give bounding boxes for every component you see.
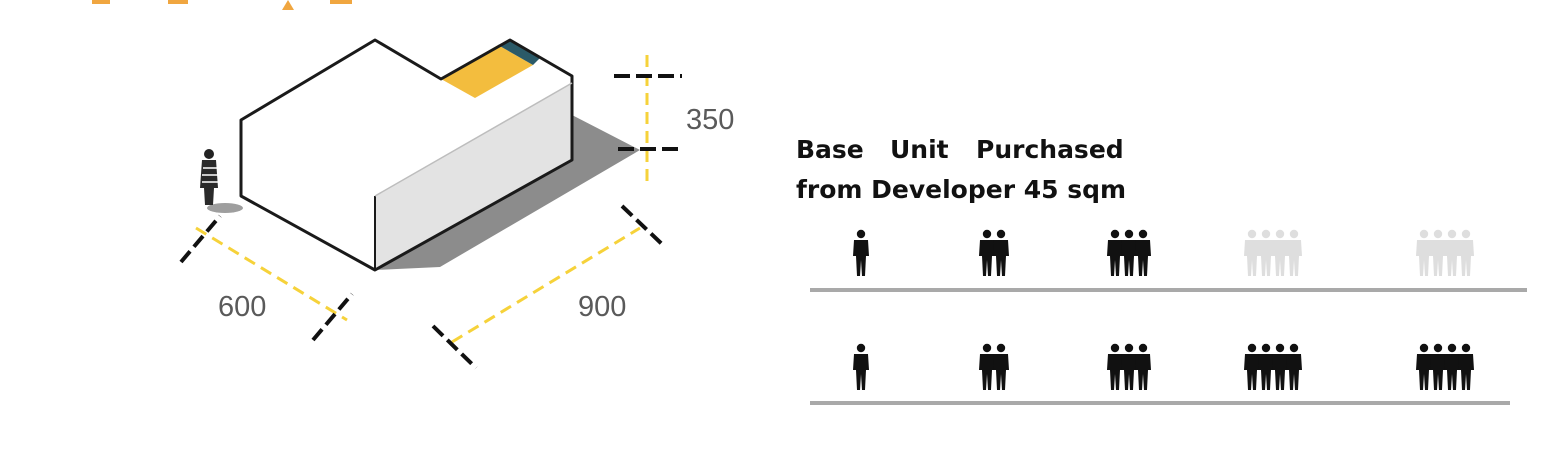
- occupancy-diagram: [810, 229, 1527, 405]
- person-icon: [1430, 229, 1446, 276]
- people-group: [1416, 229, 1474, 276]
- person-icon: [993, 343, 1009, 390]
- person-icon: [1430, 343, 1446, 390]
- person-icon: [1416, 343, 1432, 390]
- caption-word-base: Base: [796, 135, 864, 164]
- building-outline: [239, 38, 574, 272]
- person-icon: [1258, 343, 1274, 390]
- person-icon: [1135, 229, 1151, 276]
- person-icon: [1258, 229, 1274, 276]
- person-icon: [1458, 343, 1474, 390]
- logo-fragment: [92, 0, 352, 10]
- building-front-face: [375, 83, 572, 270]
- isometric-building: [239, 38, 640, 272]
- person-icon: [1286, 229, 1302, 276]
- person-icon: [1121, 229, 1137, 276]
- person-icon: [1444, 229, 1460, 276]
- occupancy-row: [810, 229, 1527, 292]
- person-icon: [1286, 343, 1302, 390]
- roof-teal-panel: [498, 40, 540, 65]
- person-icon: [1121, 343, 1137, 390]
- person-icon: [1458, 229, 1474, 276]
- person-icon: [993, 229, 1009, 276]
- person-icon: [1107, 343, 1123, 390]
- people-group: [1107, 229, 1151, 276]
- people-group: [1416, 343, 1474, 390]
- people-group: [1244, 229, 1302, 276]
- building-shadow: [375, 115, 640, 270]
- people-group: [853, 229, 869, 276]
- person-icon: [1272, 229, 1288, 276]
- person-icon: [1244, 343, 1260, 390]
- people-group: [979, 343, 1009, 390]
- building-left-face: [241, 120, 375, 270]
- people-group: [853, 343, 869, 390]
- person-icon: [1272, 343, 1288, 390]
- person-icon: [1444, 343, 1460, 390]
- person-icon: [1416, 229, 1432, 276]
- people-group: [1244, 343, 1302, 390]
- caption-word-purchased: Purchased: [976, 135, 1124, 164]
- person-icon: [853, 229, 869, 276]
- people-group: [1107, 343, 1151, 390]
- caption-line-2: from Developer 45 sqm: [796, 175, 1126, 204]
- caption: Base Unit Purchased from Developer 45 sq…: [796, 135, 1126, 204]
- dimension-height: 350: [614, 55, 734, 183]
- occupancy-row: [810, 343, 1510, 405]
- scale-person-icon: [200, 149, 243, 213]
- people-group: [979, 229, 1009, 276]
- dimension-depth: 900: [431, 204, 666, 370]
- dimension-width: 600: [179, 214, 354, 342]
- depth-label: 900: [578, 291, 626, 323]
- person-icon: [1107, 229, 1123, 276]
- roof-yellow-panel: [441, 45, 533, 98]
- person-icon: [853, 343, 869, 390]
- width-label: 600: [218, 291, 266, 323]
- caption-word-unit: Unit: [890, 135, 949, 164]
- person-icon: [1135, 343, 1151, 390]
- person-icon: [1244, 229, 1260, 276]
- person-icon: [979, 229, 995, 276]
- height-label: 350: [686, 104, 734, 136]
- person-icon: [979, 343, 995, 390]
